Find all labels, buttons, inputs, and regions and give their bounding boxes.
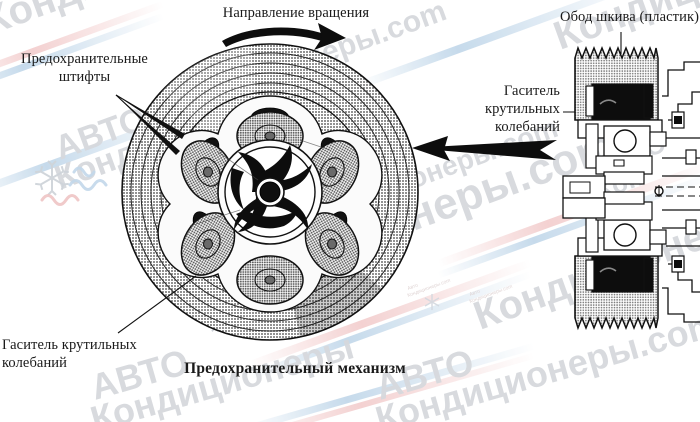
label-torsional-damper-right: Гаситель крутильных колебаний <box>484 83 560 135</box>
left-pointing-arrow-icon <box>412 136 557 161</box>
pulley-cross-section <box>562 45 700 331</box>
damper-disc <box>236 255 304 305</box>
pulley-front-view <box>121 43 419 341</box>
damper-disc <box>304 212 360 276</box>
label-pulley-rim: Обод шкива (пластик) <box>560 9 700 25</box>
rotation-arrow-icon <box>222 23 346 50</box>
label-torsional-damper-left: Гаситель крутильных колебаний <box>2 337 137 371</box>
label-safety-pins: Предохранительные штифты <box>21 51 148 85</box>
leader-damper-left <box>117 275 197 334</box>
figure-title: Предохранительный механизм <box>184 360 406 377</box>
leader-lines <box>115 32 622 334</box>
label-rotation-direction: Направление вращения <box>222 5 370 21</box>
pulley-hub <box>217 139 323 245</box>
